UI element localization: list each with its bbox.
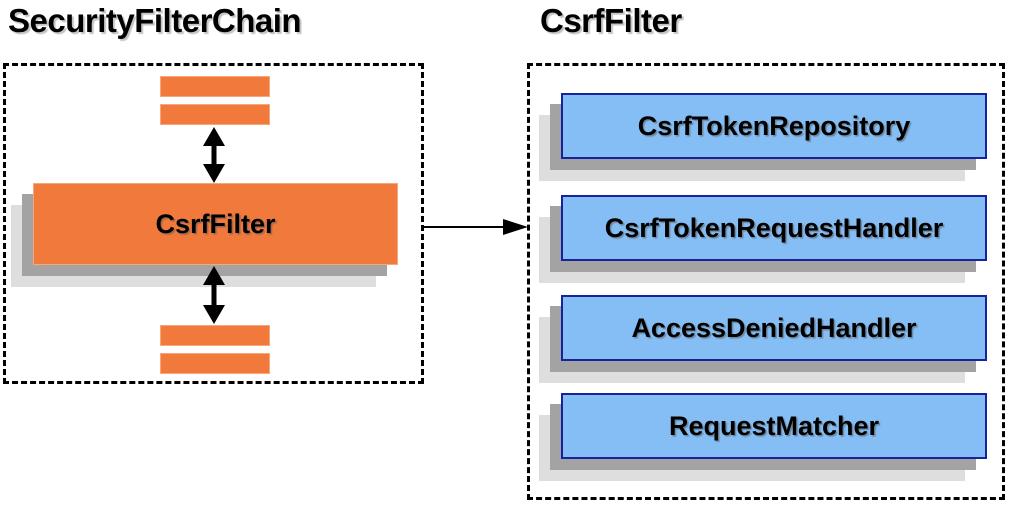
filter-placeholder-bar	[160, 104, 270, 125]
security-filter-chain-title: SecurityFilterChain	[8, 2, 302, 39]
csrf-filter-container	[527, 63, 1005, 500]
access-denied-handler-box: AccessDeniedHandler	[561, 295, 987, 361]
bidirectional-arrow-icon	[203, 266, 225, 324]
filter-placeholder-bar	[160, 353, 270, 374]
component-label: CsrfTokenRequestHandler	[604, 212, 944, 243]
csrf-filter-box-label: CsrfFilter	[155, 208, 276, 239]
csrf-filter-title: CsrfFilter	[540, 2, 682, 39]
csrf-token-request-handler-box: CsrfTokenRequestHandler	[561, 195, 987, 261]
csrf-token-repository-box: CsrfTokenRepository	[561, 93, 987, 159]
component-label: AccessDeniedHandler	[631, 312, 917, 343]
filter-placeholder-bar	[160, 325, 270, 346]
arrow-right-icon	[423, 219, 528, 235]
bidirectional-arrow-icon	[203, 127, 225, 183]
request-matcher-box: RequestMatcher	[561, 393, 987, 459]
component-label: CsrfTokenRepository	[637, 110, 911, 141]
component-label: RequestMatcher	[668, 410, 880, 441]
security-filter-chain-container	[3, 63, 424, 384]
filter-placeholder-bar	[160, 76, 270, 97]
csrf-filter-box: CsrfFilter	[33, 183, 398, 265]
